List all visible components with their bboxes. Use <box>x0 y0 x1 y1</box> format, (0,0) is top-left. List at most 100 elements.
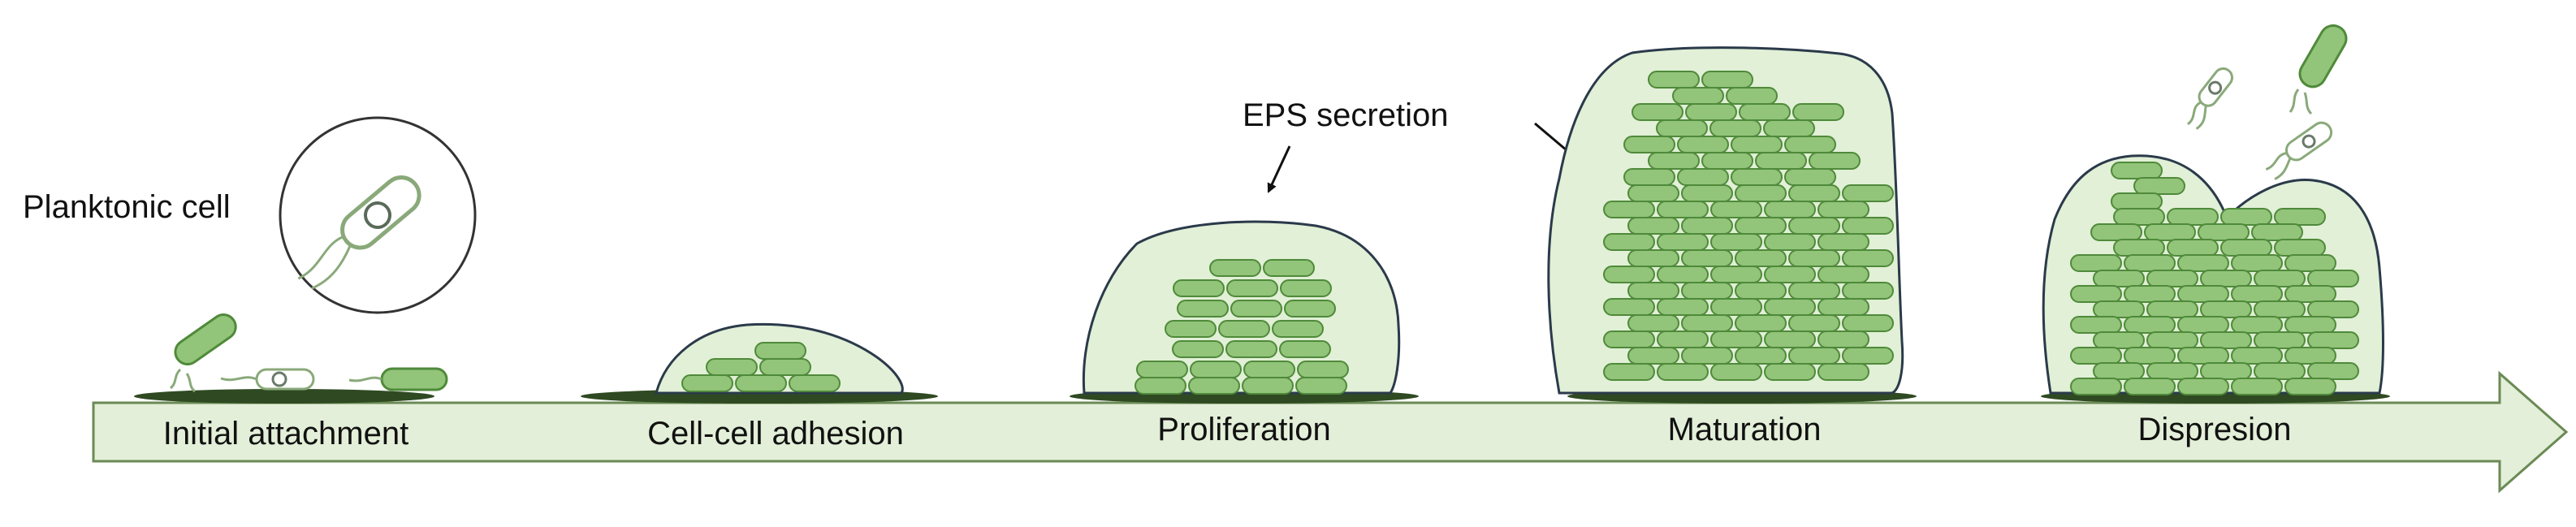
dispersion-cell-47 <box>2177 347 2229 365</box>
maturation-cell-47 <box>1842 249 1894 267</box>
dispersion-cell-58 <box>2231 378 2283 395</box>
proliferation-cell-16 <box>1243 361 1295 378</box>
proliferation-cell-18 <box>1135 377 1186 395</box>
maturation-cell-52 <box>1817 266 1869 283</box>
stage-label-initial-attachment: Initial attachment <box>163 416 408 451</box>
dispersion-cell-4 <box>2167 208 2219 226</box>
dispersion-cell-20 <box>2093 270 2145 287</box>
dispersion-cell-38 <box>2231 316 2283 334</box>
maturation-cell-14 <box>1784 136 1836 153</box>
proliferation-cell-17 <box>1297 361 1349 378</box>
dispersion-cell-32 <box>2200 300 2252 318</box>
eps-arrow-left <box>1267 145 1291 193</box>
proliferation-cell-15 <box>1190 361 1242 378</box>
maturation-cell-7 <box>1792 103 1844 121</box>
dispersion-cell-46 <box>2124 347 2176 365</box>
maturation-cell-4 <box>1632 103 1683 121</box>
maturation-cell-72 <box>1817 330 1869 348</box>
dispersion-cell-24 <box>2307 270 2359 287</box>
maturation-cell-62 <box>1817 298 1869 316</box>
maturation-cell-38 <box>1603 233 1655 251</box>
proliferation-cell-8 <box>1165 320 1217 338</box>
dispersion-cell-41 <box>2146 331 2198 349</box>
maturation-cell-61 <box>1764 298 1816 316</box>
proliferation-cell-9 <box>1218 320 1270 338</box>
proliferation-cell-21 <box>1295 377 1347 395</box>
maturation-cell-54 <box>1681 282 1733 300</box>
maturation-cell-58 <box>1603 298 1655 316</box>
maturation-cell-12 <box>1677 136 1729 153</box>
stage-label-proliferation: Proliferation <box>1157 412 1330 447</box>
dispersion-cell-29 <box>2284 285 2336 303</box>
dispersion-cell-1 <box>2133 177 2185 195</box>
dispersion-cell-35 <box>2070 316 2122 334</box>
dispersion-cell-21 <box>2146 270 2198 287</box>
dispersion-cell-33 <box>2254 300 2306 318</box>
maturation-cell-20 <box>1677 168 1729 186</box>
maturation-cell-13 <box>1731 136 1783 153</box>
dispersion-cell-45 <box>2070 347 2122 365</box>
maturation-cell-43 <box>1627 249 1679 267</box>
dispersion-cell-44 <box>2307 331 2359 349</box>
maturation-cell-41 <box>1764 233 1816 251</box>
initial-attachment-cells <box>169 313 448 393</box>
maturation-cell-39 <box>1657 233 1709 251</box>
proliferation-cell-0 <box>1209 259 1261 277</box>
dispersion-cell-16 <box>2124 254 2176 272</box>
dispersion-cell-53 <box>2254 362 2306 380</box>
maturation-cell-34 <box>1681 217 1733 235</box>
dispersion-cell-39 <box>2284 316 2336 334</box>
maturation-cell-35 <box>1735 217 1787 235</box>
maturation-cell-68 <box>1603 330 1655 348</box>
dispersion-cell-36 <box>2124 316 2176 334</box>
dispersion-cell-34 <box>2307 300 2359 318</box>
maturation-cell-55 <box>1735 282 1787 300</box>
maturation-cell-17 <box>1755 152 1807 170</box>
maturation-cell-67 <box>1842 314 1894 332</box>
dispersion-cell-12 <box>2167 239 2219 257</box>
proliferation-cell-2 <box>1173 279 1225 297</box>
dispersion-cells <box>2070 162 2359 395</box>
dispersion-cell-50 <box>2093 362 2145 380</box>
stage-label-maturation: Maturation <box>1668 412 1822 447</box>
proliferation-cell-4 <box>1280 279 1332 297</box>
dispersion-cell-22 <box>2200 270 2252 287</box>
maturation-cell-46 <box>1788 249 1840 267</box>
proliferation-cell-5 <box>1177 300 1229 317</box>
maturation-cell-32 <box>1817 201 1869 218</box>
maturation-cell-74 <box>1681 347 1733 365</box>
dispersion-cell-59 <box>2284 378 2336 395</box>
maturation-cell-65 <box>1735 314 1787 332</box>
maturation-cell-60 <box>1710 298 1762 316</box>
maturation-cell-40 <box>1710 233 1762 251</box>
adhesion-cell-2 <box>759 358 811 376</box>
dispersion-cell-7 <box>2090 223 2142 241</box>
maturation-cell-79 <box>1657 363 1709 381</box>
maturation-cell-0 <box>1648 71 1700 89</box>
maturation-cell-77 <box>1842 347 1894 365</box>
proliferation-cell-13 <box>1279 340 1331 358</box>
surface-initial <box>134 389 434 404</box>
maturation-cell-75 <box>1735 347 1787 365</box>
maturation-cell-57 <box>1842 282 1894 300</box>
maturation-cell-69 <box>1657 330 1709 348</box>
maturation-cell-37 <box>1842 217 1894 235</box>
maturation-cell-26 <box>1788 184 1840 202</box>
dispersion-cell-2 <box>2111 192 2163 210</box>
maturation-cell-5 <box>1685 103 1737 121</box>
dispersion-cell-14 <box>2274 239 2326 257</box>
maturation-cell-66 <box>1788 314 1840 332</box>
maturation-cell-42 <box>1817 233 1869 251</box>
maturation-cell-19 <box>1623 168 1675 186</box>
maturation-cell-49 <box>1657 266 1709 283</box>
adhesion-cells <box>681 342 841 392</box>
dispersion-cell-5 <box>2220 208 2272 226</box>
dispersion-cell-15 <box>2070 254 2122 272</box>
maturation-cell-33 <box>1627 217 1679 235</box>
proliferation-cell-14 <box>1136 361 1188 378</box>
dispersion-cell-27 <box>2177 285 2229 303</box>
maturation-cell-22 <box>1784 168 1836 186</box>
maturation-cell-3 <box>1726 87 1778 105</box>
